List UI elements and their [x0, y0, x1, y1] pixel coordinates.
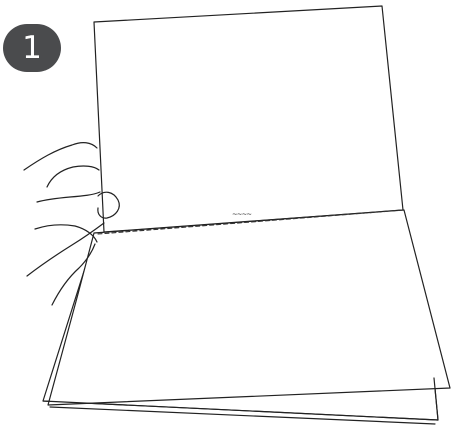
finger-middle: [47, 166, 99, 187]
palm-crease: [35, 225, 97, 242]
finger-lower: [37, 192, 100, 202]
top-sheet: [94, 6, 403, 232]
lower-sheet: [48, 210, 450, 405]
fold-mark-label: ~~~~: [232, 210, 251, 219]
